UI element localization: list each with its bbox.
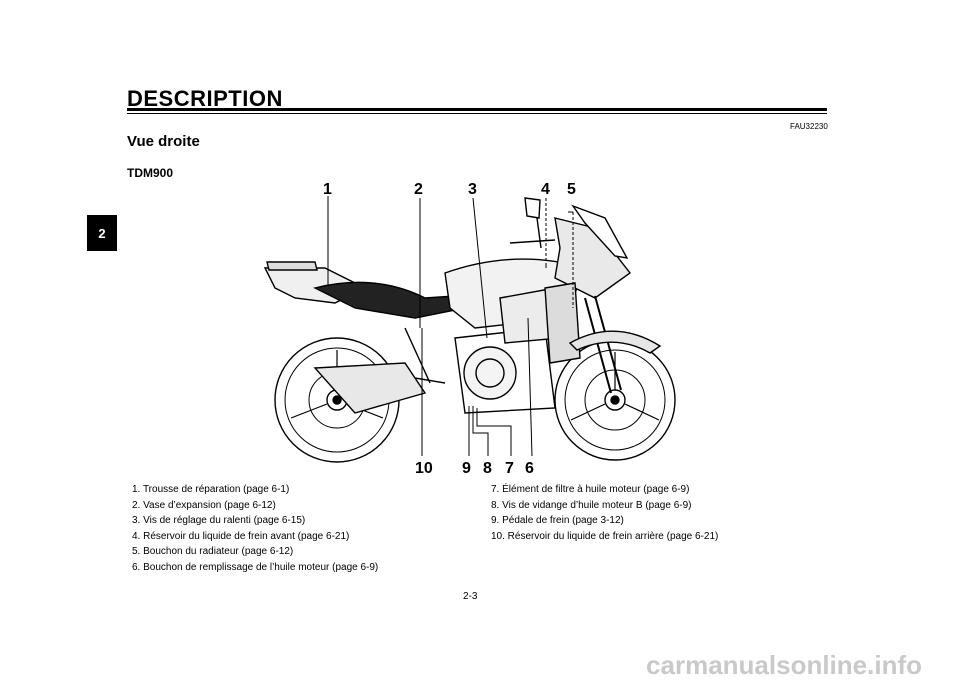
legend-left: 1. Trousse de réparation (page 6-1) 2. V… bbox=[132, 482, 378, 575]
legend-item: 3. Vis de réglage du ralenti (page 6-15) bbox=[132, 515, 306, 526]
callout-3: 3 bbox=[468, 181, 477, 198]
page-number: 2-3 bbox=[463, 591, 478, 602]
callout-7: 7 bbox=[505, 460, 514, 477]
legend-item: 5. Bouchon du radiateur (page 6-12) bbox=[132, 546, 294, 557]
legend-item: 6. Bouchon de remplissage de l’huile mot… bbox=[132, 561, 379, 573]
legend-item: 4. Réservoir du liquide de frein avant (… bbox=[132, 530, 350, 542]
motorcycle-diagram: 1 2 3 4 5 10 9 8 7 6 bbox=[263, 181, 676, 477]
callout-8: 8 bbox=[483, 460, 492, 477]
callout-10: 10 bbox=[415, 460, 433, 477]
callout-1: 1 bbox=[323, 181, 332, 198]
callout-5: 5 bbox=[567, 181, 576, 198]
legend-item: 8. Vis de vidange d’huile moteur B (page… bbox=[491, 499, 692, 511]
legend-right: 7. Élément de filtre à huile moteur (pag… bbox=[491, 482, 718, 544]
legend-item: 9. Pédale de frein (page 3-12) bbox=[491, 515, 624, 526]
model-name: TDM900 bbox=[127, 166, 174, 180]
document-code: FAU32230 bbox=[790, 122, 828, 131]
callout-2: 2 bbox=[414, 181, 423, 198]
callout-6: 6 bbox=[525, 460, 534, 477]
callout-4: 4 bbox=[541, 181, 550, 198]
legend-item: 10. Réservoir du liquide de frein arrièr… bbox=[491, 530, 719, 542]
section-title: Vue droite bbox=[127, 133, 200, 150]
legend-item: 1. Trousse de réparation (page 6-1) bbox=[132, 484, 290, 495]
legend-item: 7. Élément de filtre à huile moteur (pag… bbox=[491, 484, 690, 495]
page-header-title: DESCRIPTION bbox=[127, 86, 283, 111]
legend-item: 2. Vase d’expansion (page 6-12) bbox=[132, 499, 276, 511]
footer-watermark[interactable]: carmanualsonline.info bbox=[646, 650, 922, 680]
header-rule-thick bbox=[127, 108, 827, 111]
header-rule-thin bbox=[127, 113, 827, 114]
chapter-tab[interactable]: 2 bbox=[87, 215, 117, 251]
callout-9: 9 bbox=[462, 460, 471, 477]
